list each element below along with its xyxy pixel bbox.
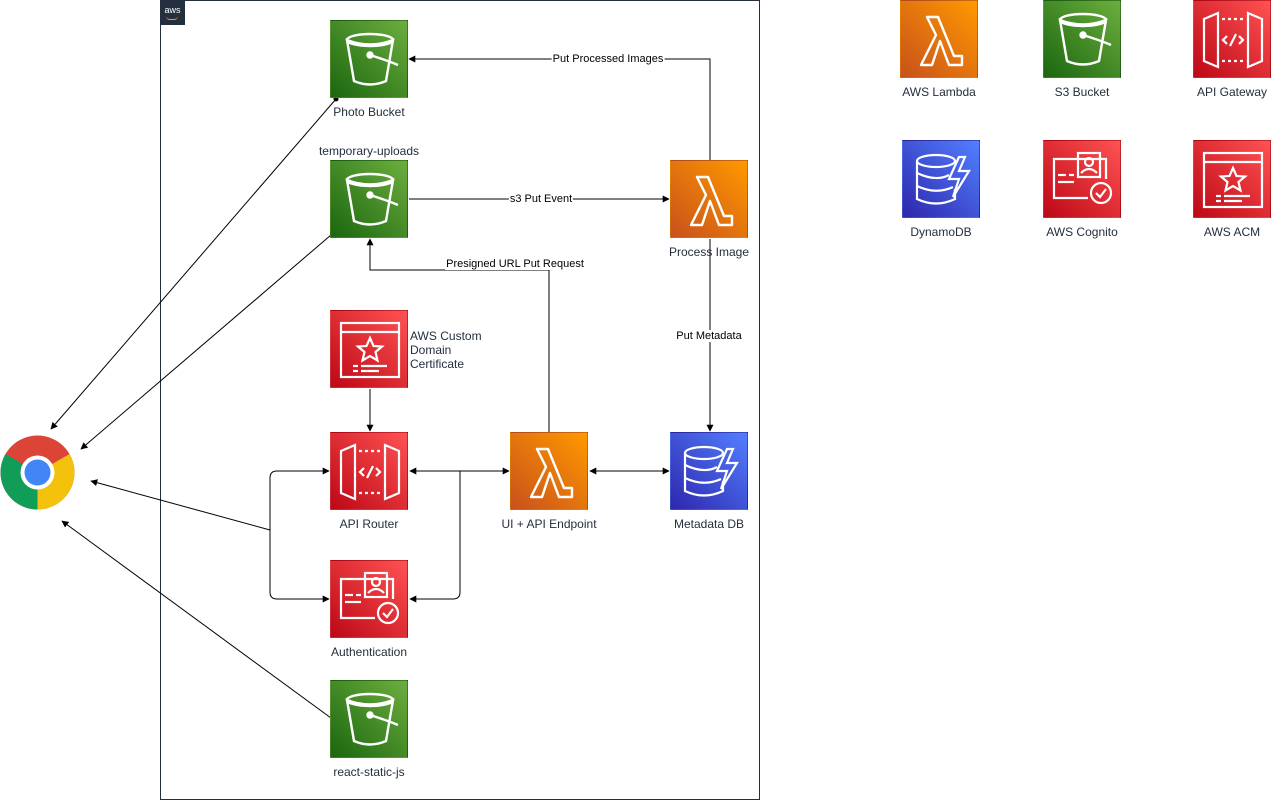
process-image-label: Process Image: [668, 245, 750, 259]
acm-icon: [1193, 140, 1271, 218]
temporary-uploads-label: temporary-uploads: [318, 144, 420, 158]
metadata-db-label: Metadata DB: [673, 517, 745, 531]
photo-bucket-label: Photo Bucket: [333, 105, 405, 119]
edge-photo-browser: [50, 98, 337, 430]
lambda-icon[interactable]: [670, 160, 748, 238]
legend-s3-bucket-label: S3 Bucket: [1054, 85, 1110, 99]
edge-browser-router: [269, 467, 330, 530]
dynamodb-icon: [902, 140, 980, 218]
lambda-icon[interactable]: [510, 432, 588, 510]
aws-logo-icon: aws: [160, 0, 185, 25]
legend-api-gateway-label: API Gateway: [1196, 85, 1268, 99]
acm-icon[interactable]: [330, 310, 408, 388]
edge-temp-browser: [80, 234, 332, 450]
lambda-icon: [900, 0, 978, 78]
edge-label-put-metadata: Put Metadata: [675, 330, 743, 342]
edge-label-s3-put-event: s3 Put Event: [508, 193, 574, 205]
s3-bucket-icon: [1043, 0, 1121, 78]
edge-label-presigned-url: Presigned URL Put Request: [445, 258, 585, 270]
s3-bucket-icon[interactable]: [330, 680, 408, 758]
legend-dynamodb-label: DynamoDB: [910, 225, 972, 239]
legend-aws-cognito-label: AWS Cognito: [1046, 225, 1118, 239]
cognito-icon[interactable]: [330, 560, 408, 638]
edge-react-browser: [61, 520, 332, 719]
api-router-label: API Router: [339, 517, 399, 531]
legend-aws-lambda-label: AWS Lambda: [902, 85, 976, 99]
cognito-icon: [1043, 140, 1121, 218]
edge-put-processed-images: [408, 55, 711, 160]
api-gateway-icon[interactable]: [330, 432, 408, 510]
aws-cloud-frame: [160, 0, 760, 800]
edge-router-browser: [90, 479, 271, 531]
legend-aws-acm-label: AWS ACM: [1203, 225, 1261, 239]
dynamodb-icon[interactable]: [670, 432, 748, 510]
api-gateway-icon: [1193, 0, 1271, 78]
edge-presigned-url: [366, 238, 550, 432]
s3-bucket-icon[interactable]: [330, 20, 408, 98]
edge-browser-auth: [269, 530, 330, 603]
custom-domain-cert-label: AWS Custom Domain Certificate: [410, 329, 482, 371]
chrome-icon: [0, 435, 75, 510]
authentication-label: Authentication: [330, 645, 408, 659]
ui-api-endpoint-label: UI + API Endpoint: [501, 517, 597, 531]
edge-ui-auth: [409, 471, 461, 603]
aws-badge-text: aws: [164, 5, 181, 15]
edge-label-put-processed-images: Put Processed Images: [551, 53, 665, 65]
s3-bucket-icon[interactable]: [330, 160, 408, 238]
react-static-js-label: react-static-js: [333, 765, 405, 779]
